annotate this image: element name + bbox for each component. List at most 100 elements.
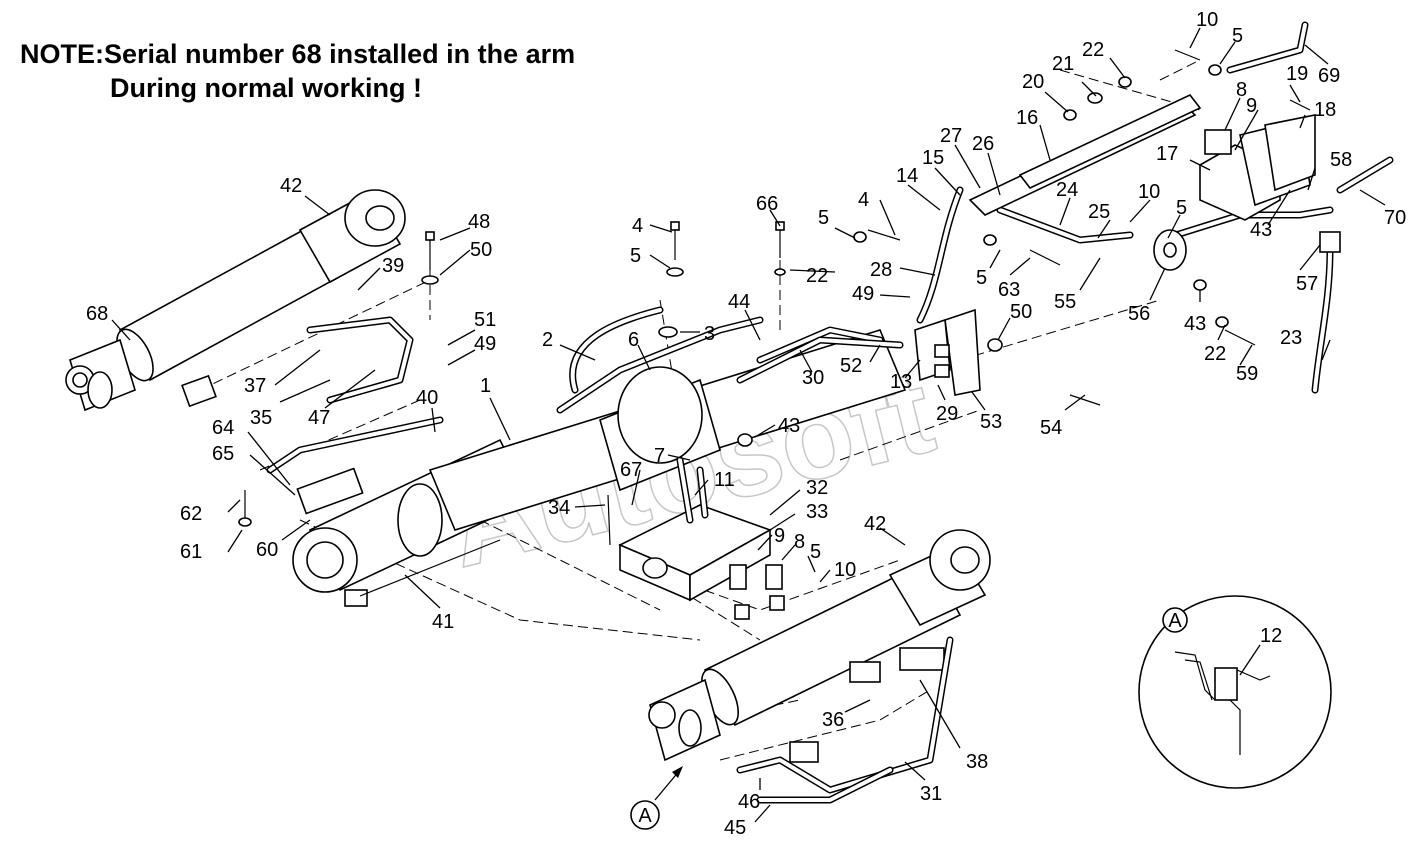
callout-54: 54 — [1040, 417, 1062, 439]
callout-22: 22 — [1082, 39, 1104, 61]
callout-46: 46 — [738, 791, 760, 813]
detail-a-marker-label: A — [1168, 610, 1182, 632]
callout-leaders — [111, 27, 1386, 823]
callout-37: 37 — [244, 375, 266, 397]
callout-24: 24 — [1056, 179, 1078, 201]
view-arrow-a: A — [630, 766, 683, 830]
callout-44: 44 — [728, 291, 750, 313]
callout-labels: 10 5 69 22 21 20 19 18 8 9 16 17 58 70 2… — [86, 9, 1406, 839]
callout-2: 2 — [542, 329, 553, 351]
callout-65: 65 — [212, 443, 234, 465]
callout-11: 11 — [714, 469, 735, 491]
callout-60: 60 — [256, 539, 278, 561]
callout-19: 19 — [1286, 63, 1308, 85]
callout-22: 22 — [1204, 343, 1226, 365]
callout-13: 13 — [890, 371, 912, 393]
callout-10: 10 — [834, 559, 856, 581]
callout-63: 63 — [998, 279, 1020, 301]
top-pipe-run — [968, 94, 1202, 216]
callout-23: 23 — [1280, 327, 1302, 349]
callout-36: 36 — [822, 709, 844, 731]
callout-62: 62 — [180, 503, 202, 525]
callout-47: 47 — [308, 407, 330, 429]
callout-1: 1 — [480, 375, 491, 397]
manifold-fitting — [1153, 229, 1341, 271]
callout-53: 53 — [980, 411, 1002, 433]
callout-29: 29 — [936, 403, 958, 425]
callout-49: 49 — [852, 283, 874, 305]
callout-28: 28 — [870, 259, 892, 281]
callout-43: 43 — [778, 415, 800, 437]
valve-block — [618, 504, 785, 620]
callout-7: 7 — [654, 445, 665, 467]
hoses — [266, 21, 1394, 804]
callout-5: 5 — [810, 541, 821, 563]
callout-33: 33 — [806, 501, 828, 523]
hydraulic-cylinder-lower — [648, 529, 991, 763]
callout-10: 10 — [1196, 9, 1218, 31]
detail-a-view: A — [1138, 595, 1332, 789]
callout-38: 38 — [966, 751, 988, 773]
callout-12: 12 — [1260, 625, 1282, 647]
callout-9: 9 — [774, 525, 785, 547]
callout-64: 64 — [212, 417, 234, 439]
callout-43: 43 — [1250, 219, 1272, 241]
callout-67: 67 — [620, 459, 642, 481]
callout-58: 58 — [1330, 149, 1352, 171]
callout-61: 61 — [180, 541, 202, 563]
callout-6: 6 — [628, 329, 639, 351]
callout-49: 49 — [474, 333, 496, 355]
note-line-2: During normal working ! — [110, 73, 423, 103]
callout-70: 70 — [1384, 207, 1406, 229]
callout-68: 68 — [86, 303, 108, 325]
callout-31: 31 — [920, 783, 942, 805]
callout-14: 14 — [896, 165, 918, 187]
callout-35: 35 — [250, 407, 272, 429]
callout-16: 16 — [1016, 107, 1038, 129]
callout-4: 4 — [632, 215, 643, 237]
callout-30: 30 — [802, 367, 824, 389]
callout-34: 34 — [548, 497, 570, 519]
callout-8: 8 — [1236, 79, 1247, 101]
callout-41: 41 — [432, 611, 454, 633]
callout-52: 52 — [840, 355, 862, 377]
main-arm-tube — [296, 329, 907, 531]
callout-32: 32 — [806, 477, 828, 499]
callout-4: 4 — [858, 189, 869, 211]
callout-51: 51 — [474, 309, 496, 331]
callout-57: 57 — [1296, 273, 1318, 295]
callout-69: 69 — [1318, 65, 1340, 87]
note-line-1: NOTE:Serial number 68 installed in the a… — [20, 39, 576, 69]
callout-43: 43 — [1184, 313, 1206, 335]
callout-26: 26 — [972, 133, 994, 155]
callout-15: 15 — [922, 147, 944, 169]
callout-40: 40 — [416, 387, 438, 409]
callout-55: 55 — [1054, 291, 1076, 313]
callout-17: 17 — [1156, 143, 1178, 165]
callout-56: 56 — [1128, 303, 1150, 325]
callout-50: 50 — [1010, 301, 1032, 323]
callout-25: 25 — [1088, 201, 1110, 223]
callout-5: 5 — [976, 267, 987, 289]
callout-5: 5 — [1176, 197, 1187, 219]
hydraulic-cylinder-upper — [65, 189, 406, 412]
callout-21: 21 — [1052, 53, 1074, 75]
callout-8: 8 — [794, 531, 805, 553]
callout-20: 20 — [1022, 71, 1044, 93]
callout-42: 42 — [280, 175, 302, 197]
callout-5: 5 — [630, 245, 641, 267]
callout-39: 39 — [382, 255, 404, 277]
callout-59: 59 — [1236, 363, 1258, 385]
callout-5: 5 — [1232, 25, 1243, 47]
callout-50: 50 — [470, 239, 492, 261]
callout-9: 9 — [1246, 95, 1257, 117]
callout-18: 18 — [1314, 99, 1336, 121]
callout-22: 22 — [806, 265, 828, 287]
callout-42: 42 — [864, 513, 886, 535]
right-mounting-bracket — [914, 308, 981, 396]
callout-3: 3 — [704, 323, 715, 345]
callout-5: 5 — [818, 207, 829, 229]
view-arrow-label: A — [638, 805, 652, 827]
callout-10: 10 — [1138, 181, 1160, 203]
